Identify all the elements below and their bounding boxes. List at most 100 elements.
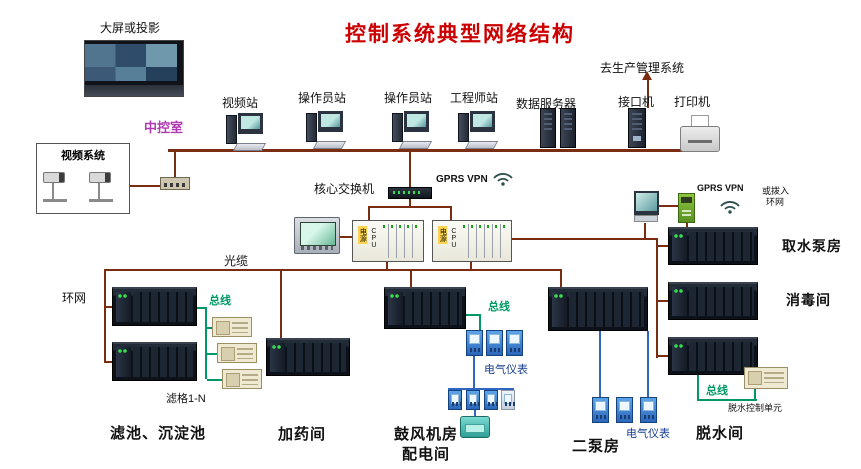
hmi-panel-icon	[294, 217, 340, 254]
electric-meter-icon	[592, 397, 609, 423]
intake-pump-label: 取水泵房	[782, 238, 842, 254]
plc2-drop-line	[450, 206, 452, 220]
meter-link-line	[647, 331, 649, 397]
monitor-screen	[318, 111, 343, 132]
wireless-signal-icon	[720, 201, 740, 214]
switch-downlink-line	[409, 199, 411, 207]
filter1-stub-line	[104, 306, 113, 308]
bus-left-line	[207, 327, 214, 329]
filter-sediment-label: 滤池、沉淀池	[110, 425, 207, 442]
computer-icon	[458, 106, 496, 148]
gprs-modem-icon	[678, 193, 695, 223]
bus-center-line	[466, 314, 480, 316]
server-tower-icon	[540, 108, 556, 148]
monitor-screen	[238, 113, 263, 134]
station-label-interface: 接口机	[618, 95, 655, 109]
plc1-down-line	[386, 262, 388, 270]
dosing-plc-rack	[266, 338, 350, 376]
monitor-screen	[470, 111, 495, 132]
plc1-drop-line	[368, 206, 370, 220]
dewatering-unit-label: 脱水控制单元	[728, 403, 783, 413]
electric-meter-icon	[466, 390, 480, 410]
core-switch-icon	[388, 187, 432, 199]
bus-right-label: 总线	[706, 385, 728, 397]
bus-left-line	[197, 307, 206, 309]
video-wall-image	[84, 40, 184, 97]
core-switch-label: 核心交换机	[314, 182, 375, 196]
intake-pump-plc-rack	[668, 227, 758, 265]
cpu-module-label: CPU	[370, 228, 378, 249]
right-column-line	[656, 238, 658, 358]
blower-label: 鼓风机房	[394, 426, 459, 443]
power-module-label: 电源	[438, 226, 448, 244]
electric-meter-icon	[506, 330, 523, 356]
filter-plc-rack-2	[112, 342, 197, 381]
bus-right-line	[697, 399, 757, 401]
hub-uplink-line	[174, 152, 176, 177]
right-trunk-line	[512, 238, 658, 240]
station-label-operator1: 操作员站	[298, 91, 347, 105]
electric-meter-icon	[501, 390, 515, 410]
field-instrument-icon	[222, 369, 262, 389]
meter-link-line	[473, 356, 475, 388]
to-production-label: 去生产管理系统	[600, 61, 685, 75]
ring-network-label: 环网	[62, 291, 87, 305]
blower-plc-rack	[384, 287, 466, 329]
bus-right-line	[754, 389, 756, 399]
dewatering-plc-rack	[668, 337, 758, 375]
video-box-link-line	[130, 185, 160, 187]
field-instrument-icon	[212, 317, 252, 337]
station-label-video: 视频站	[222, 96, 259, 110]
electric-meter-icon	[616, 397, 633, 423]
cpu-module-label: CPU	[450, 228, 458, 249]
computer-icon	[226, 108, 264, 150]
plc2-down-line	[470, 262, 472, 270]
second-pump-plc-rack	[548, 287, 648, 331]
intake-stub-line	[658, 245, 668, 247]
power-module-label: 电源	[358, 226, 368, 244]
disinfect-stub-line	[658, 300, 668, 302]
up-arrow-icon	[642, 71, 652, 80]
filter-grid-label: 滤格1-N	[166, 393, 206, 405]
station-label-operator2: 操作员站	[384, 91, 433, 105]
central-plc-rack-1: 电源 CPU	[352, 220, 424, 262]
meter-link-line	[599, 331, 601, 397]
bus-left-line	[207, 379, 224, 381]
interface-tower-icon	[628, 108, 646, 148]
computer-icon	[392, 106, 430, 148]
electric-meter-icon	[640, 397, 657, 423]
wireless-signal-icon	[493, 173, 513, 186]
printer-icon	[680, 115, 720, 152]
modem-link-line	[658, 205, 678, 207]
bus-left-line	[207, 353, 219, 355]
video-system-label: 视频系统	[61, 150, 105, 162]
meters-pump-label: 电气仪表	[626, 428, 670, 440]
control-room-label: 中控室	[144, 120, 184, 135]
hmi-link-line	[340, 236, 352, 238]
electric-meter-icon	[466, 330, 483, 356]
electric-meter-icon	[484, 390, 498, 410]
dewatering-unit-icon	[744, 367, 788, 389]
bus-left-label: 总线	[209, 295, 231, 307]
gprs-vpn-right-label: GPRS VPN	[697, 183, 744, 193]
pc-down-line	[644, 223, 646, 239]
field-instrument-icon	[217, 343, 257, 363]
dialup-pc-icon	[632, 191, 659, 223]
camera-icon	[43, 170, 67, 202]
filter2-stub-line	[104, 361, 113, 363]
station-label-engineer: 工程师站	[450, 91, 499, 105]
production-uplink-line	[647, 80, 649, 108]
meter-link-line	[474, 410, 476, 416]
camera-icon	[89, 170, 113, 202]
bus-center-line	[479, 314, 481, 330]
power-dist-label: 配电间	[402, 446, 451, 463]
big-screen-label: 大屏或投影	[100, 21, 161, 35]
page-title: 控制系统典型网络结构	[345, 22, 575, 46]
electric-meter-icon	[448, 390, 462, 410]
disinfection-label: 消毒间	[786, 292, 831, 308]
bus-right-line	[697, 375, 699, 401]
central-plc-rack-2: 电源 CPU	[432, 220, 512, 262]
bus-center-label: 总线	[488, 301, 510, 313]
switch-uplink-line	[409, 152, 411, 187]
